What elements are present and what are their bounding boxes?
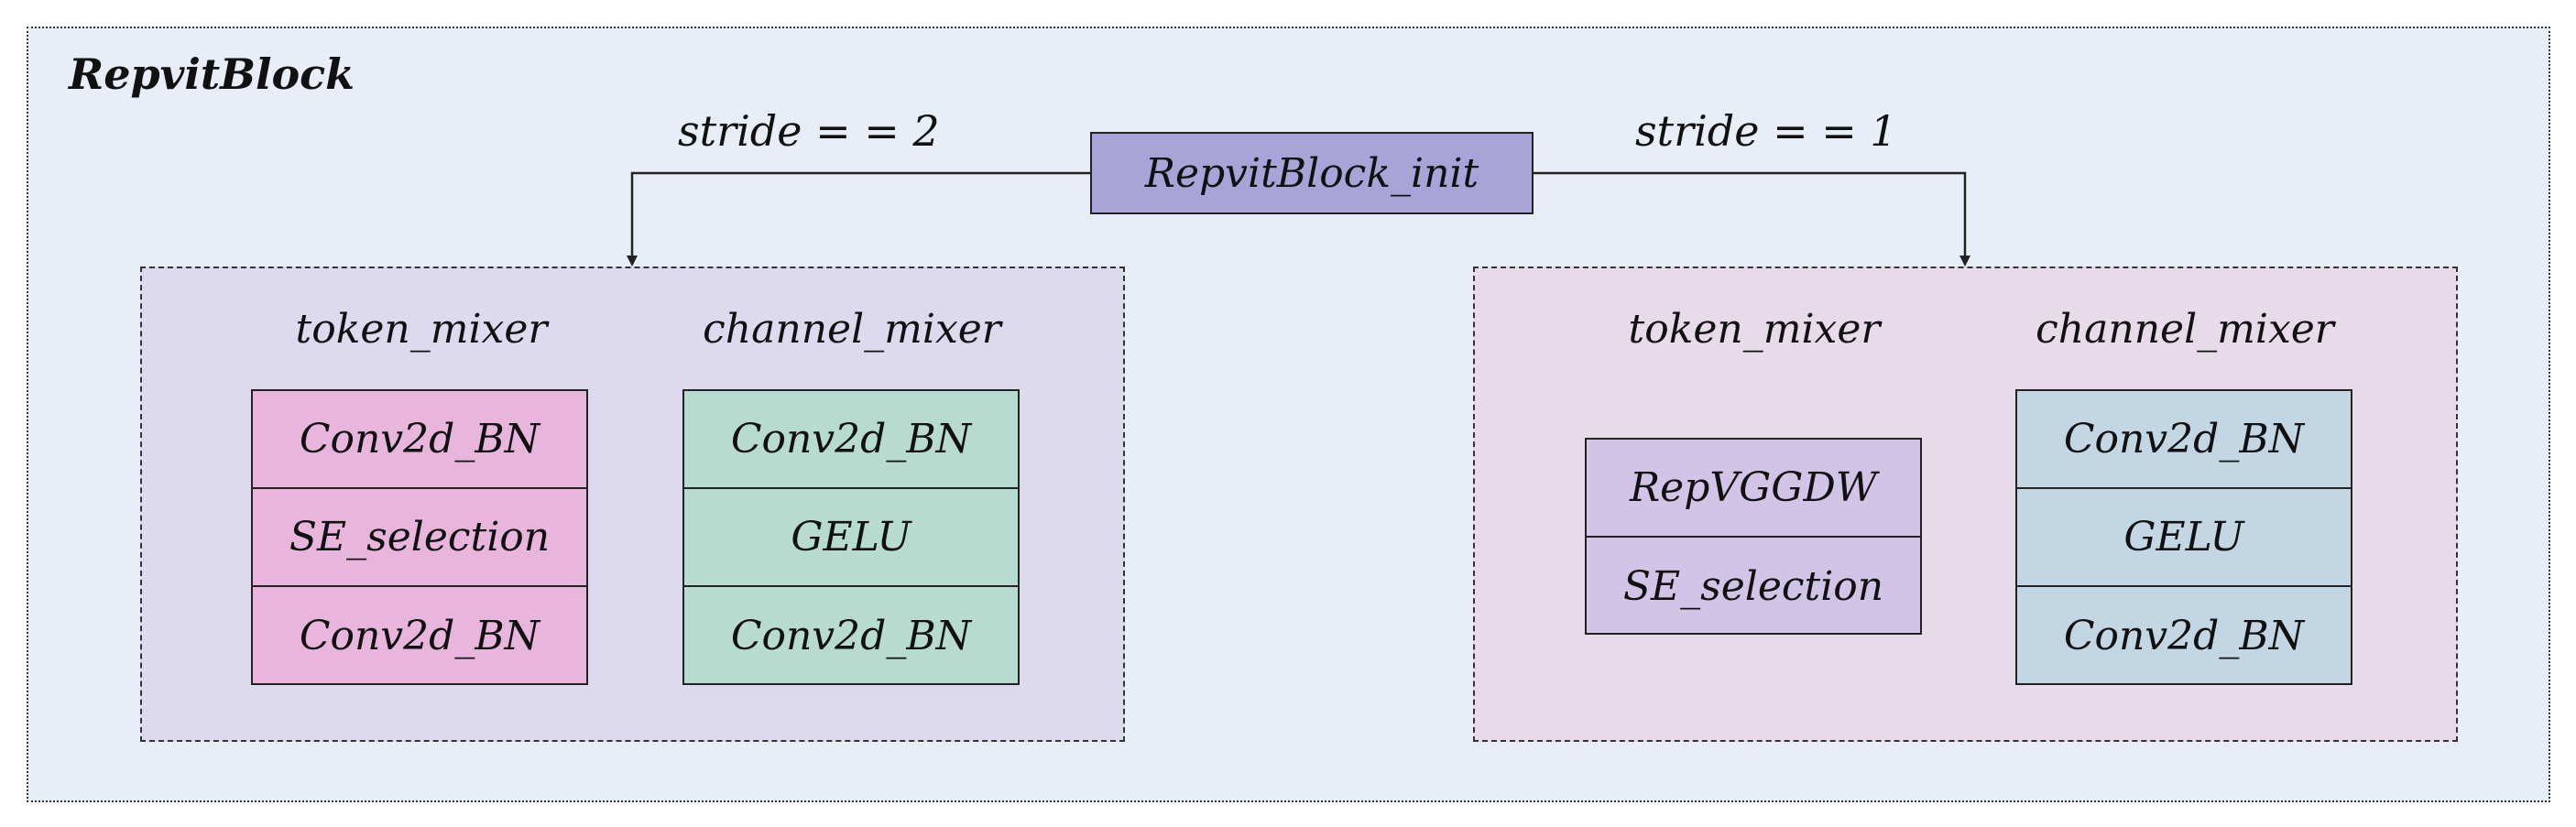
right-channel-mixer-item: GELU <box>2017 489 2351 587</box>
condition-label-left: stride = = 2 <box>678 106 940 156</box>
left-channel-mixer-item: GELU <box>684 489 1018 587</box>
left-channel-mixer-item: Conv2d_BN <box>684 391 1018 489</box>
right-token-mixer-item: RepVGGDW <box>1587 440 1920 538</box>
right-token-mixer-title: token_mixer <box>1628 306 1881 353</box>
right-channel-mixer-stack: Conv2d_BN GELU Conv2d_BN <box>2015 389 2352 685</box>
right-channel-mixer-item: Conv2d_BN <box>2017 391 2351 489</box>
right-channel-mixer-item: Conv2d_BN <box>2063 613 2305 659</box>
right-channel-mixer-title: channel_mixer <box>2036 306 2334 353</box>
left-channel-mixer-stack: Conv2d_BN GELU Conv2d_BN <box>682 389 1020 685</box>
left-channel-mixer-item: Conv2d_BN <box>730 613 972 659</box>
left-channel-mixer-title: channel_mixer <box>703 306 1001 353</box>
condition-label-right: stride = = 1 <box>1635 106 1897 156</box>
right-token-mixer-stack: RepVGGDW SE_selection <box>1585 438 1922 635</box>
right-token-mixer-item: SE_selection <box>1622 563 1884 610</box>
repvitblock-init-box: RepvitBlock_init <box>1090 132 1534 214</box>
left-token-mixer-item: SE_selection <box>253 489 586 587</box>
left-token-mixer-stack: Conv2d_BN SE_selection Conv2d_BN <box>251 389 588 685</box>
left-token-mixer-item: Conv2d_BN <box>299 613 540 659</box>
left-token-mixer-title: token_mixer <box>295 306 548 353</box>
diagram-title: RepvitBlock <box>69 49 355 99</box>
left-token-mixer-item: Conv2d_BN <box>253 391 586 489</box>
